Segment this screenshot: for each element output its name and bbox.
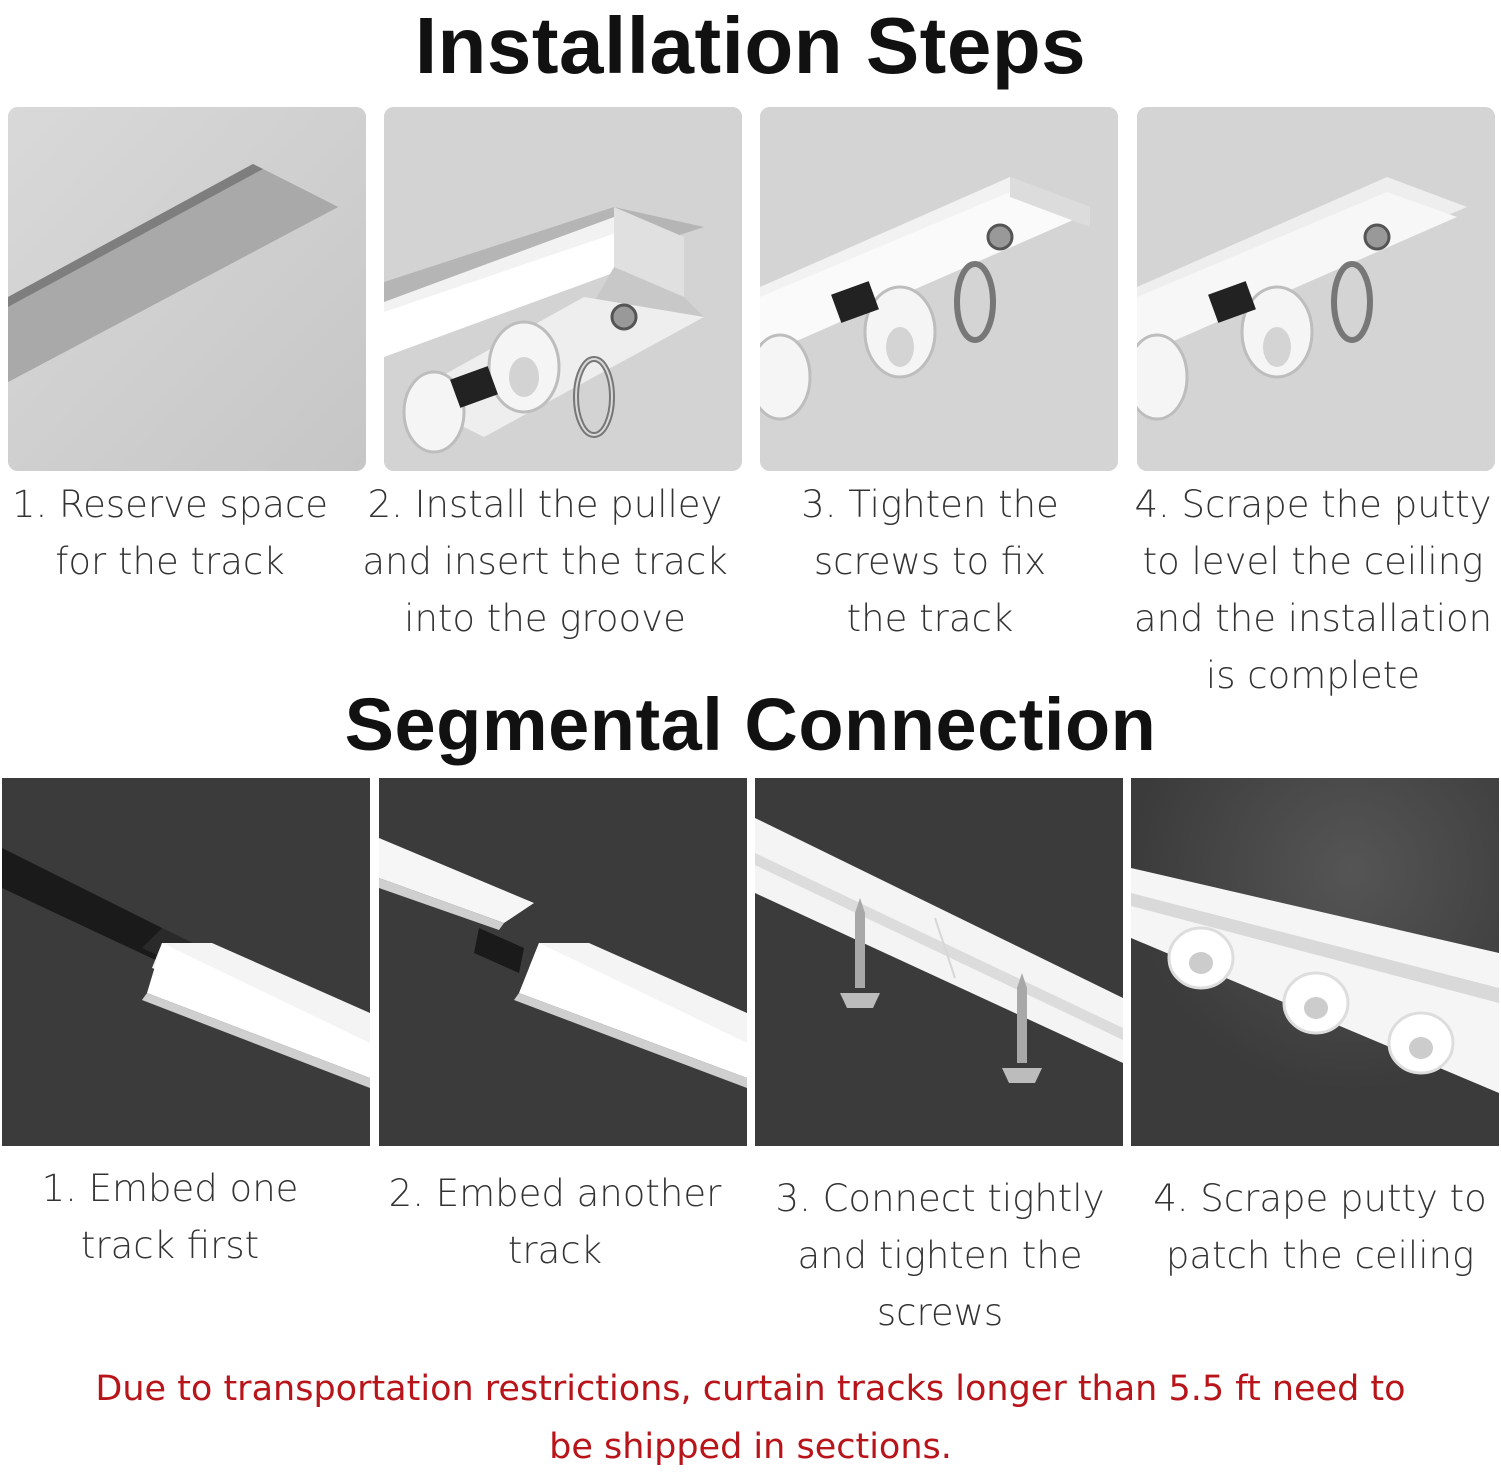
segment-step-4-image: [1131, 778, 1499, 1146]
embedded-track-illustration: [2, 778, 370, 1146]
segment-step-3-caption: 3. Connect tightly and tighten the screw…: [760, 1170, 1120, 1341]
caption-line: 3. Connect tightly: [775, 1177, 1105, 1220]
caption-line: 1. Reserve space: [11, 483, 329, 526]
pulley-wheels: [1167, 926, 1455, 1075]
caption-line: for the track: [55, 540, 285, 583]
screw-and-ring: [954, 223, 1014, 343]
segment-step-1-caption: 1. Embed one track first: [0, 1160, 340, 1274]
caption-line: into the groove: [404, 597, 686, 640]
caption-line: track first: [80, 1224, 260, 1267]
patched-ceiling-illustration: [1131, 778, 1499, 1146]
segment-step-1-image: [2, 778, 370, 1146]
segment-step-2-caption: 2. Embed another track: [375, 1165, 735, 1279]
screw-and-ring: [1331, 223, 1391, 343]
screw-icon: [1002, 973, 1042, 1083]
shipping-footnote: Due to transportation restrictions, curt…: [0, 1360, 1501, 1476]
caption-line: and the installation: [1133, 597, 1493, 640]
screw-and-ring: [573, 303, 638, 438]
install-step-3-caption: 3. Tighten the screws to fix the track: [750, 476, 1110, 647]
screw-icon: [840, 898, 880, 1008]
caption-line: to level the ceiling: [1142, 540, 1484, 583]
caption-line: patch the ceiling: [1165, 1234, 1475, 1277]
caption-line: 4. Scrape putty to: [1153, 1177, 1487, 1220]
recessed-groove-illustration: [8, 107, 366, 471]
install-step-3-image: [760, 107, 1118, 471]
footnote-line: be shipped in sections.: [549, 1427, 952, 1467]
segment-step-3-image: [755, 778, 1123, 1146]
caption-line: screws to fix: [813, 540, 1047, 583]
caption-line: 1. Embed one: [41, 1167, 299, 1210]
pulley-track-illustration: [384, 107, 742, 471]
install-step-4-image: [1137, 107, 1495, 471]
caption-line: 2. Install the pulley: [367, 483, 723, 526]
segment-step-2-image: [379, 778, 747, 1146]
pulley-wheels: [1137, 281, 1314, 421]
screws-connection-illustration: [755, 778, 1123, 1146]
caption-line: and insert the track: [362, 540, 728, 583]
caption-line: screws: [876, 1291, 1004, 1334]
install-step-2-caption: 2. Install the pulley and insert the tra…: [355, 476, 735, 647]
second-track-illustration: [379, 778, 747, 1146]
tightened-track-illustration: [760, 107, 1118, 471]
caption-line: 4. Scrape the putty: [1134, 483, 1492, 526]
caption-line: the track: [846, 597, 1014, 640]
install-step-2-image: [384, 107, 742, 471]
segmental-title: Segmental Connection: [344, 683, 1157, 766]
install-step-1-caption: 1. Reserve space for the track: [0, 476, 340, 590]
footnote-line: Due to transportation restrictions, curt…: [95, 1369, 1406, 1409]
caption-line: 2. Embed another: [388, 1172, 722, 1215]
caption-line: 3. Tighten the: [801, 483, 1059, 526]
installation-title: Installation Steps: [414, 1, 1087, 90]
caption-line: is complete: [1205, 654, 1421, 697]
segment-step-4-caption: 4. Scrape putty to patch the ceiling: [1140, 1170, 1500, 1284]
pulley-wheels: [402, 320, 561, 454]
install-step-1-image: [8, 107, 366, 471]
caption-line: and tighten the: [797, 1234, 1083, 1277]
finished-ceiling-illustration: [1137, 107, 1495, 471]
caption-line: track: [507, 1229, 603, 1272]
install-step-4-caption: 4. Scrape the putty to level the ceiling…: [1125, 476, 1501, 704]
pulley-wheels: [760, 281, 937, 421]
